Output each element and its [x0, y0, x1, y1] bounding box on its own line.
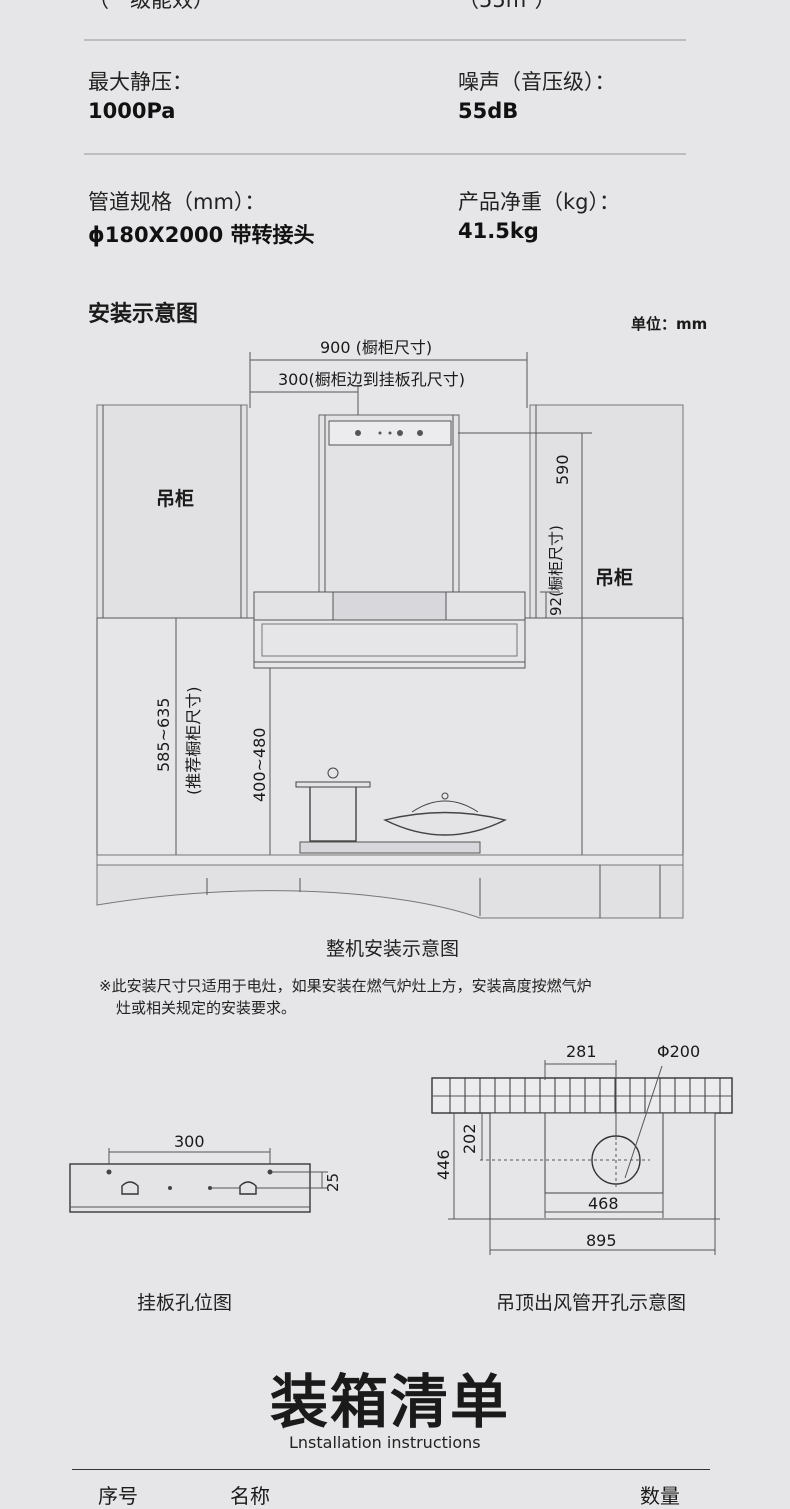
dim-446: 446: [434, 1149, 453, 1180]
dim-plate-25: 25: [324, 1172, 342, 1192]
packing-subtitle: Lnstallation instructions: [289, 1433, 481, 1452]
packing-title: 装箱清单: [270, 1368, 511, 1436]
install-note-line1: ※此安装尺寸只适用于电灶，如果安装在燃气炉灶上方，安装高度按燃气炉: [99, 977, 592, 995]
ceiling-caption: 吊顶出风管开孔示意图: [496, 1292, 687, 1314]
install-note-line2: 灶或相关规定的安装要求。: [116, 999, 297, 1017]
weight-value: 41.5kg: [458, 219, 539, 243]
dim-585-635: 585~635: [154, 697, 173, 772]
dim-phi200: Φ200: [657, 1042, 701, 1061]
dim-468: 468: [588, 1194, 619, 1213]
install-section-title: 安装示意图: [88, 302, 199, 327]
col-header-name: 名称: [230, 1484, 270, 1508]
dim-92: 92(橱柜尺寸): [547, 525, 565, 616]
install-caption: 整机安装示意图: [326, 938, 460, 960]
weight-label: 产品净重（kg）：: [458, 190, 620, 214]
dim-900: 900 (橱柜尺寸): [320, 338, 433, 357]
max-static-pressure-label: 最大静压：: [88, 70, 193, 94]
ceiling-diagram: [431, 1060, 733, 1255]
col-header-no: 序号: [98, 1484, 138, 1508]
divider: [84, 39, 686, 41]
table-top-rule: [72, 1469, 710, 1470]
divider: [84, 153, 686, 155]
col-header-qty: 数量: [640, 1484, 680, 1508]
duct-label: 管道规格（mm）：: [88, 190, 266, 214]
dim-400-480: 400~480: [250, 727, 269, 802]
unit-label: 单位：mm: [631, 315, 708, 333]
noise-value: 55dB: [458, 99, 519, 123]
noise-label: 噪声（音压级）：: [458, 70, 616, 94]
dim-281: 281: [566, 1042, 597, 1061]
installation-diagram: [96, 352, 684, 919]
duct-value: ϕ180X2000 带转接头: [88, 223, 315, 247]
max-static-pressure-value: 1000Pa: [88, 99, 176, 123]
spec-partial-right: （55m³）: [458, 0, 556, 12]
cabinet-right-label: 吊柜: [595, 567, 634, 589]
dim-300-hole: 300(橱柜边到挂板孔尺寸): [278, 370, 466, 389]
cabinet-left-label: 吊柜: [156, 488, 195, 510]
dim-202: 202: [460, 1123, 479, 1154]
spec-partial-left: （一级能效）: [88, 0, 214, 12]
dim-590: 590: [553, 454, 572, 485]
dim-plate-300: 300: [174, 1132, 205, 1151]
dim-585-note: (推荐橱柜尺寸): [184, 686, 203, 796]
hanging-plate-diagram: [69, 1148, 328, 1213]
hanging-plate-caption: 挂板孔位图: [137, 1292, 233, 1314]
dim-895: 895: [586, 1231, 617, 1250]
